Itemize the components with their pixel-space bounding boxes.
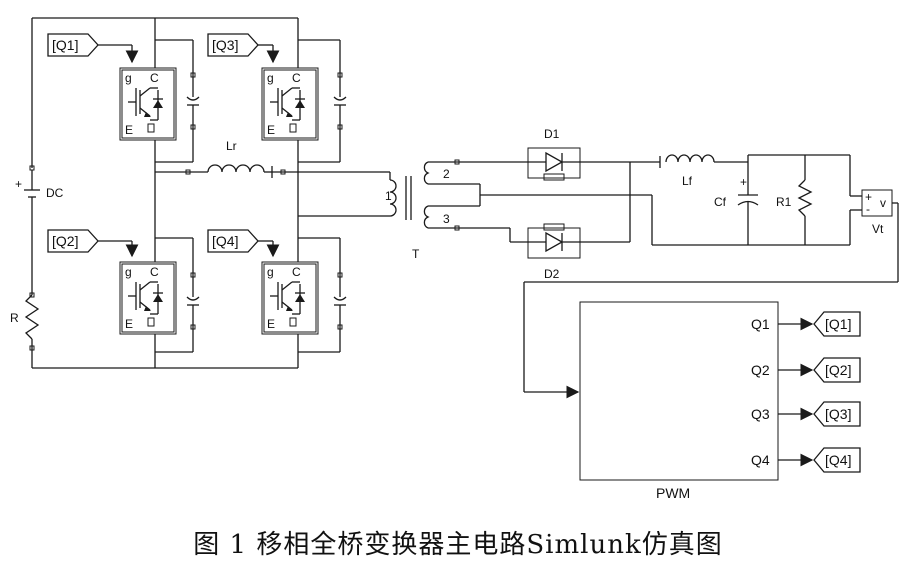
filter-capacitor: + Cf: [714, 154, 805, 245]
from-tag-q3[interactable]: [Q3]: [207, 33, 280, 64]
diode-d2: D2: [460, 162, 631, 281]
svg-text:Q4: Q4: [751, 452, 770, 468]
svg-text:[Q4]: [Q4]: [825, 452, 851, 468]
pwm-output-q2: Q2: [751, 362, 814, 378]
svg-text:Q2: Q2: [751, 362, 770, 378]
load-resistor: R1: [776, 155, 813, 245]
from-tag-q2[interactable]: [Q2]: [47, 229, 139, 258]
leg-b: [297, 18, 341, 368]
svg-text:1: 1: [385, 189, 392, 203]
pwm-output-q3: Q3: [751, 406, 814, 422]
igbt-q1: [119, 67, 177, 141]
svg-text:[Q3]: [Q3]: [825, 406, 851, 422]
pwm-output-q4: Q4: [751, 452, 814, 468]
svg-text:[Q1]: [Q1]: [825, 316, 851, 332]
svg-text:+: +: [740, 175, 747, 189]
pwm-block[interactable]: PWM: [579, 301, 779, 501]
goto-tag-q1[interactable]: [Q1]: [813, 311, 861, 337]
goto-tag-q3[interactable]: [Q3]: [813, 401, 861, 427]
filter-inductor: Lf: [630, 154, 748, 188]
igbt-q3: [261, 67, 319, 141]
svg-text:Q1: Q1: [751, 316, 770, 332]
svg-text:2: 2: [443, 167, 450, 181]
svg-text:DC: DC: [46, 186, 64, 200]
igbt-q4: [261, 261, 319, 335]
diode-d1: D1: [460, 127, 630, 181]
resonant-inductor: Lr: [155, 139, 380, 178]
svg-text:[Q2]: [Q2]: [825, 362, 851, 378]
svg-text:D1: D1: [544, 127, 560, 141]
goto-tag-q2[interactable]: [Q2]: [813, 357, 861, 383]
voltmeter-vt: + - v Vt: [523, 189, 899, 399]
svg-text:[Q3]: [Q3]: [212, 37, 238, 53]
svg-text:Q3: Q3: [751, 406, 770, 422]
svg-text:T: T: [412, 247, 420, 261]
goto-tag-q4[interactable]: [Q4]: [813, 447, 861, 473]
svg-text:R: R: [10, 311, 19, 325]
svg-text:+: +: [865, 190, 872, 204]
svg-text:Cf: Cf: [714, 195, 727, 209]
svg-text:Lr: Lr: [226, 139, 237, 153]
svg-text:+: +: [15, 177, 22, 191]
svg-text:[Q2]: [Q2]: [52, 233, 78, 249]
svg-text:[Q1]: [Q1]: [52, 37, 78, 53]
igbt-q2: [119, 261, 177, 335]
svg-text:v: v: [880, 196, 886, 210]
from-tag-q1[interactable]: [Q1]: [47, 33, 139, 64]
svg-text:-: -: [866, 202, 870, 216]
leg-a: [154, 18, 194, 368]
svg-text:D2: D2: [544, 267, 560, 281]
svg-text:3: 3: [443, 212, 450, 226]
svg-text:Lf: Lf: [682, 174, 693, 188]
pwm-output-q1: Q1: [751, 316, 814, 332]
from-tag-q4[interactable]: [Q4]: [207, 229, 280, 258]
svg-text:Vt: Vt: [872, 222, 884, 236]
input-resistor: R: [10, 230, 40, 368]
transformer: 1 2 3 T: [380, 159, 652, 261]
figure-caption: 图 1 移相全桥变换器主电路Simlunk仿真图: [193, 530, 722, 560]
dc-source: + DC: [15, 18, 64, 230]
svg-text:R1: R1: [776, 195, 792, 209]
svg-text:PWM: PWM: [656, 485, 690, 501]
svg-text:[Q4]: [Q4]: [212, 233, 238, 249]
